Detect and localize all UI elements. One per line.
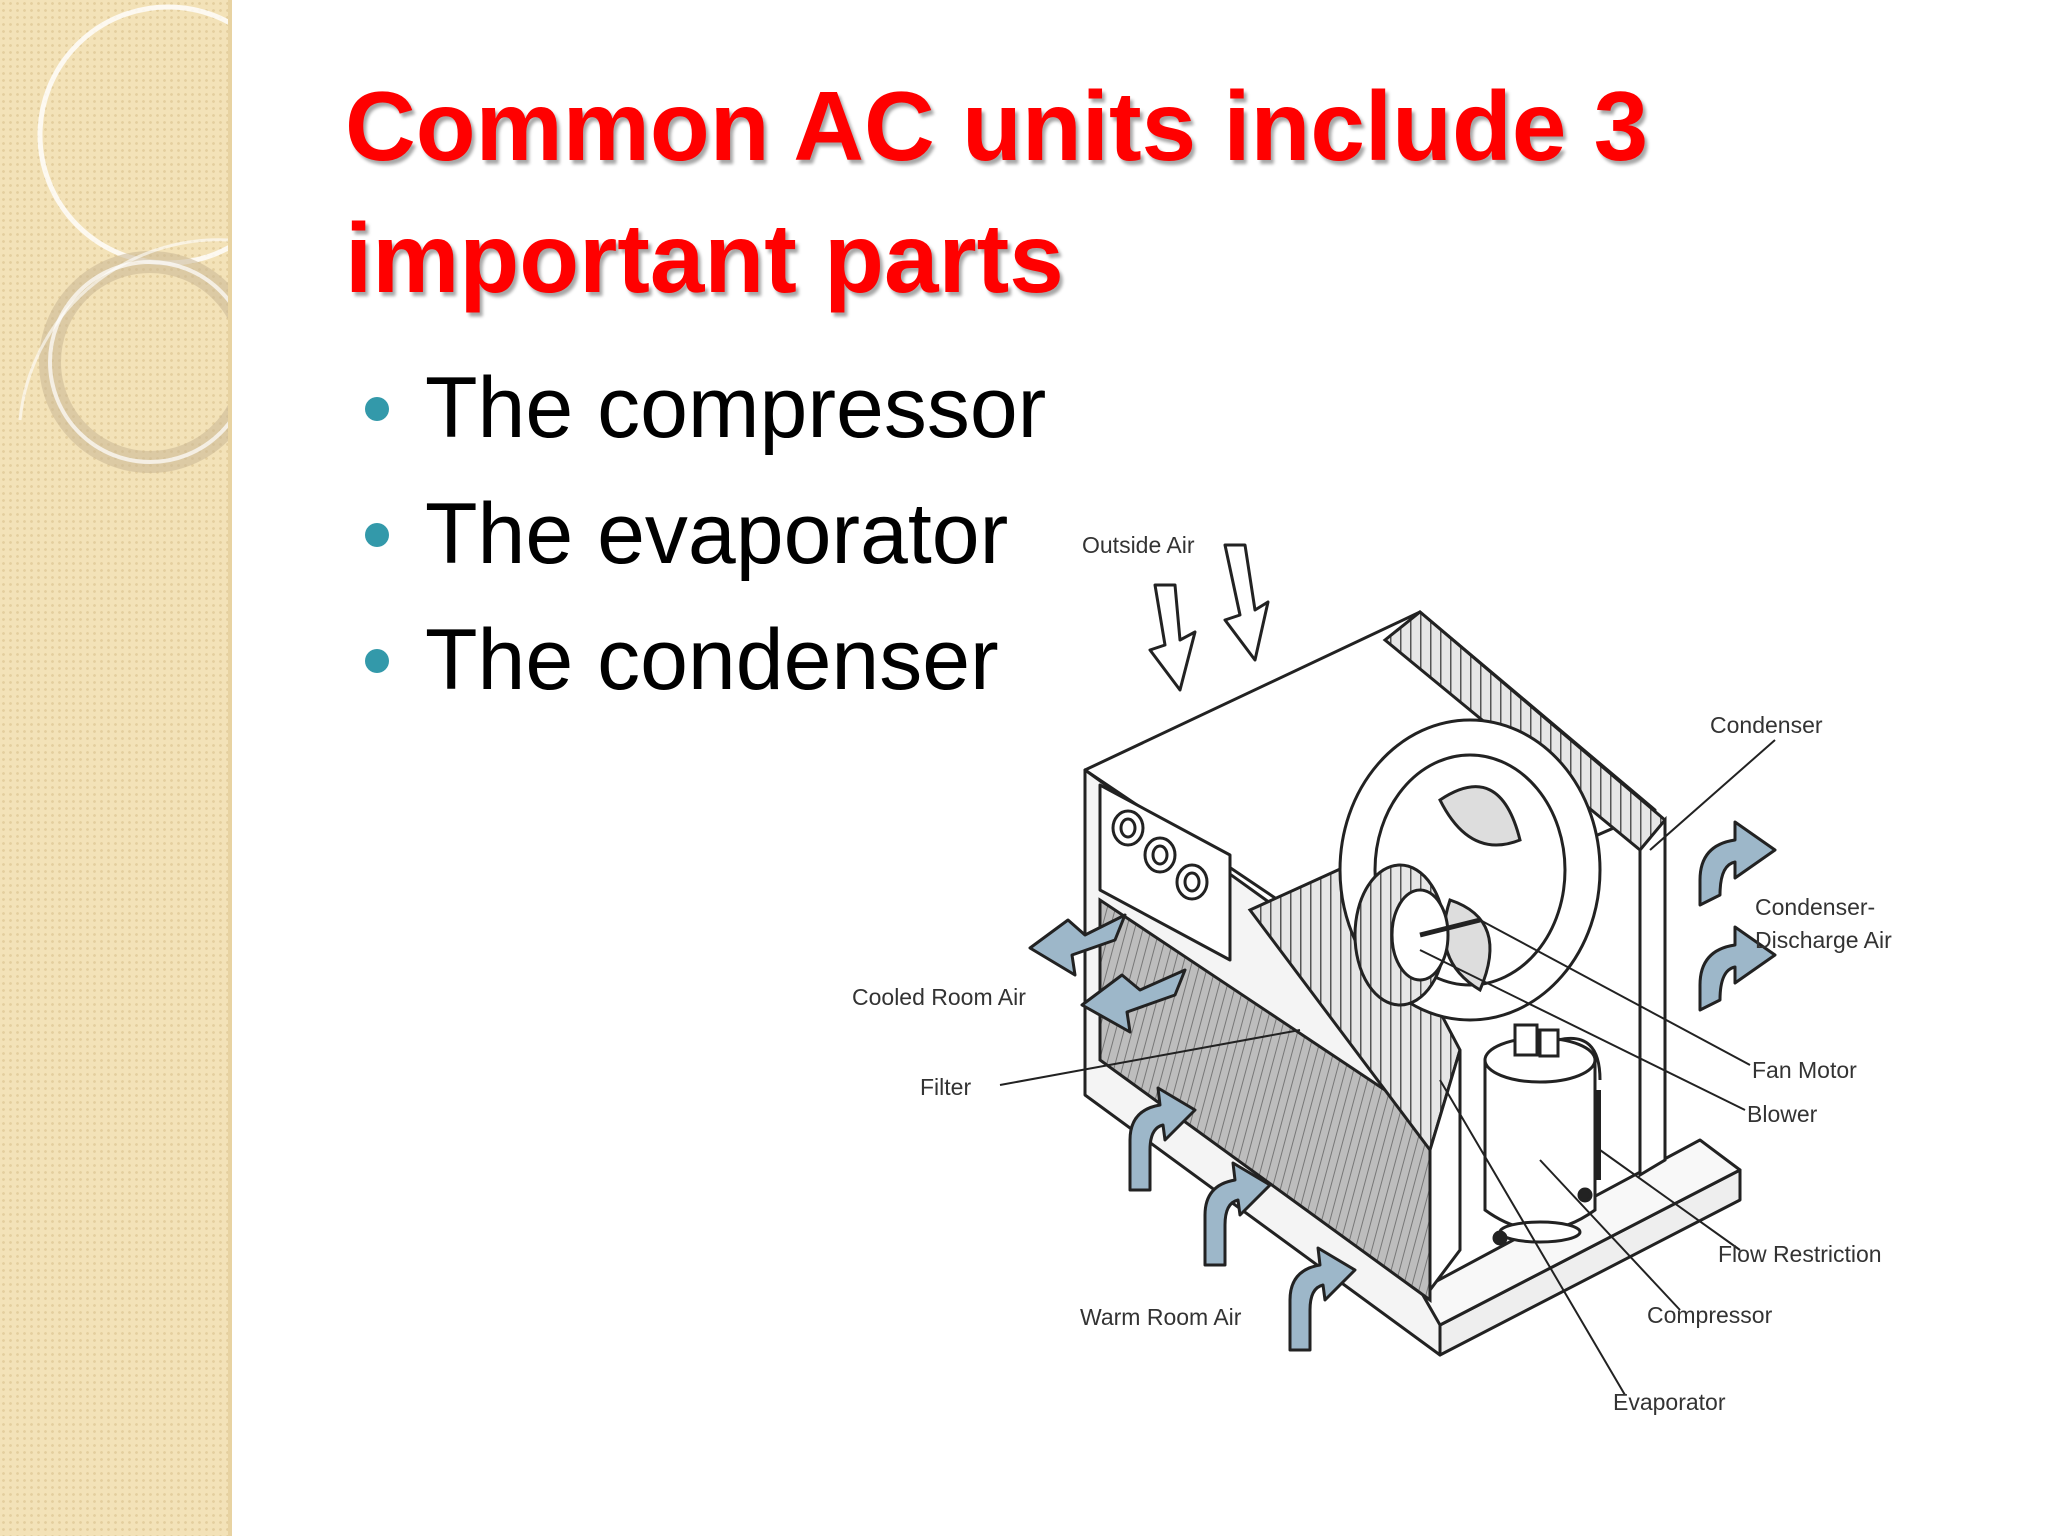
label-warm-room-air: Warm Room Air <box>1080 1304 1242 1330</box>
leader-lines <box>999 739 1776 1396</box>
bullet-dot-icon <box>365 523 389 547</box>
bullet-dot-icon <box>365 649 389 673</box>
label-filter: Filter <box>920 1074 971 1100</box>
cooled-air-arrow-icon <box>1080 968 1187 1034</box>
bullet-item: The compressor <box>365 345 1046 471</box>
air-flow-arrows <box>1028 543 1777 1352</box>
condenser-coil <box>1382 610 1667 1178</box>
control-knobs <box>1111 809 1209 901</box>
bullet-text: The evaporator <box>425 486 1009 582</box>
label-flow-restriction: Flow Restriction <box>1718 1241 1882 1267</box>
warm-air-arrow-icon <box>1128 1086 1197 1192</box>
label-blower: Blower <box>1747 1101 1818 1127</box>
bullet-text: The compressor <box>425 360 1047 456</box>
diagram-labels: Outside Air Condenser Condenser- Dischar… <box>852 532 1892 1415</box>
discharge-air-arrow-icon <box>1698 925 1777 1012</box>
label-outside-air: Outside Air <box>1082 532 1195 558</box>
label-fan-motor: Fan Motor <box>1752 1057 1857 1083</box>
ac-unit-diagram: Outside Air Condenser Condenser- Dischar… <box>852 532 1892 1415</box>
decorative-rings <box>18 4 228 473</box>
cooled-air-arrow-icon <box>1028 913 1127 977</box>
label-condenser-discharge-1: Condenser- <box>1755 894 1875 920</box>
label-evaporator: Evaporator <box>1613 1389 1726 1415</box>
bullet-item: The evaporator <box>365 471 1046 597</box>
label-cooled-room-air: Cooled Room Air <box>852 984 1026 1010</box>
slide-title: Common AC units include 3 important part… <box>345 71 1649 313</box>
warm-air-arrow-icon <box>1288 1246 1357 1352</box>
outside-air-arrow-icon <box>1148 583 1197 692</box>
discharge-air-arrow-icon <box>1698 820 1777 907</box>
bullet-dot-icon <box>365 397 389 421</box>
motor-shaft <box>1419 917 1481 938</box>
decorative-side-panel <box>0 0 232 1536</box>
compressor <box>1483 1023 1602 1246</box>
label-condenser-discharge-2: Discharge Air <box>1755 927 1892 953</box>
bullet-list: The compressor The evaporator The conden… <box>365 345 1046 723</box>
label-condenser: Condenser <box>1710 712 1823 738</box>
bullet-text: The condenser <box>425 612 999 708</box>
outside-air-arrow-icon <box>1223 543 1270 662</box>
warm-air-arrow-icon <box>1203 1161 1272 1267</box>
label-compressor: Compressor <box>1647 1302 1773 1328</box>
bullet-item: The condenser <box>365 597 1046 723</box>
evaporator-coil <box>1247 858 1462 1295</box>
